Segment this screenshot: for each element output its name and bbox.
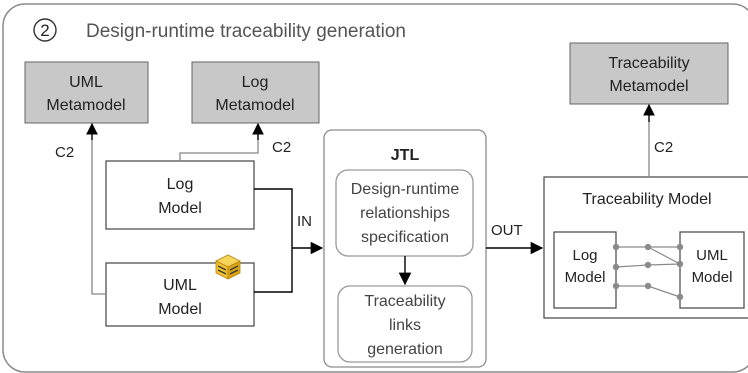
trace-link-dot xyxy=(676,260,684,268)
inner-log-line2: Model xyxy=(565,269,606,286)
links-gen-line3: generation xyxy=(367,341,443,358)
traceability-metamodel-line1: Traceability xyxy=(608,55,689,72)
trace-link-dot xyxy=(676,243,684,251)
trace-link-dot xyxy=(644,261,652,269)
spec-line2: relationships xyxy=(360,205,450,222)
spec-line3: specification xyxy=(361,229,449,246)
step-number-circle xyxy=(33,18,57,42)
inner-log-line1: Log xyxy=(572,247,597,264)
uml-metamodel-line2: Metamodel xyxy=(46,97,125,114)
c2-log-label: C2 xyxy=(272,139,291,156)
inner-uml-line2: Model xyxy=(692,269,733,286)
jtl-title: JTL xyxy=(391,147,420,164)
log-model-line2: Model xyxy=(158,200,202,217)
step-badge: 2 xyxy=(33,18,57,42)
spec-line1: Design-runtime xyxy=(351,181,460,198)
links-gen-line2: links xyxy=(389,317,421,334)
log-model-box: Log Model xyxy=(105,160,255,230)
out-label: OUT xyxy=(491,222,523,239)
trace-link-dot xyxy=(612,282,620,290)
outer-frame xyxy=(2,3,748,373)
links-generation-box: Traceability links generation xyxy=(337,285,473,363)
model-package-icon xyxy=(215,254,241,280)
uml-metamodel-box: UML Metamodel xyxy=(24,61,149,124)
trace-link-dot xyxy=(644,282,652,290)
inner-uml-line1: UML xyxy=(696,247,728,264)
trace-link-dot xyxy=(612,263,620,271)
step-title: Design-runtime traceability generation xyxy=(86,21,406,42)
uml-model-line1: UML xyxy=(163,277,197,294)
c2-uml-label: C2 xyxy=(55,144,74,161)
c2-trace-label: C2 xyxy=(654,139,673,156)
trace-link-dot xyxy=(612,243,620,251)
log-model-line1: Log xyxy=(167,176,194,193)
in-label: IN xyxy=(297,213,312,230)
trace-links xyxy=(612,243,684,301)
spec-box: Design-runtime relationships specificati… xyxy=(335,169,474,257)
log-metamodel-box: Log Metamodel xyxy=(191,61,320,124)
traceability-metamodel-box: Traceability Metamodel xyxy=(569,42,729,105)
log-conformance-arrow xyxy=(179,125,259,161)
uml-model-line2: Model xyxy=(158,301,202,318)
inner-log-model-box: Log Model xyxy=(553,231,617,309)
in-connector xyxy=(254,188,324,293)
step-number: 2 xyxy=(40,21,49,40)
inner-uml-model-box: UML Model xyxy=(679,231,745,309)
log-metamodel-line1: Log xyxy=(242,74,269,91)
trace-link-dot xyxy=(676,293,684,301)
traceability-model-title: Traceability Model xyxy=(582,191,711,208)
uml-metamodel-line1: UML xyxy=(69,74,103,91)
log-metamodel-line2: Metamodel xyxy=(215,97,294,114)
links-gen-line1: Traceability xyxy=(364,293,445,310)
trace-link-dot xyxy=(644,243,652,251)
uml-conformance-arrow xyxy=(91,125,106,295)
traceability-metamodel-line2: Metamodel xyxy=(609,78,688,95)
